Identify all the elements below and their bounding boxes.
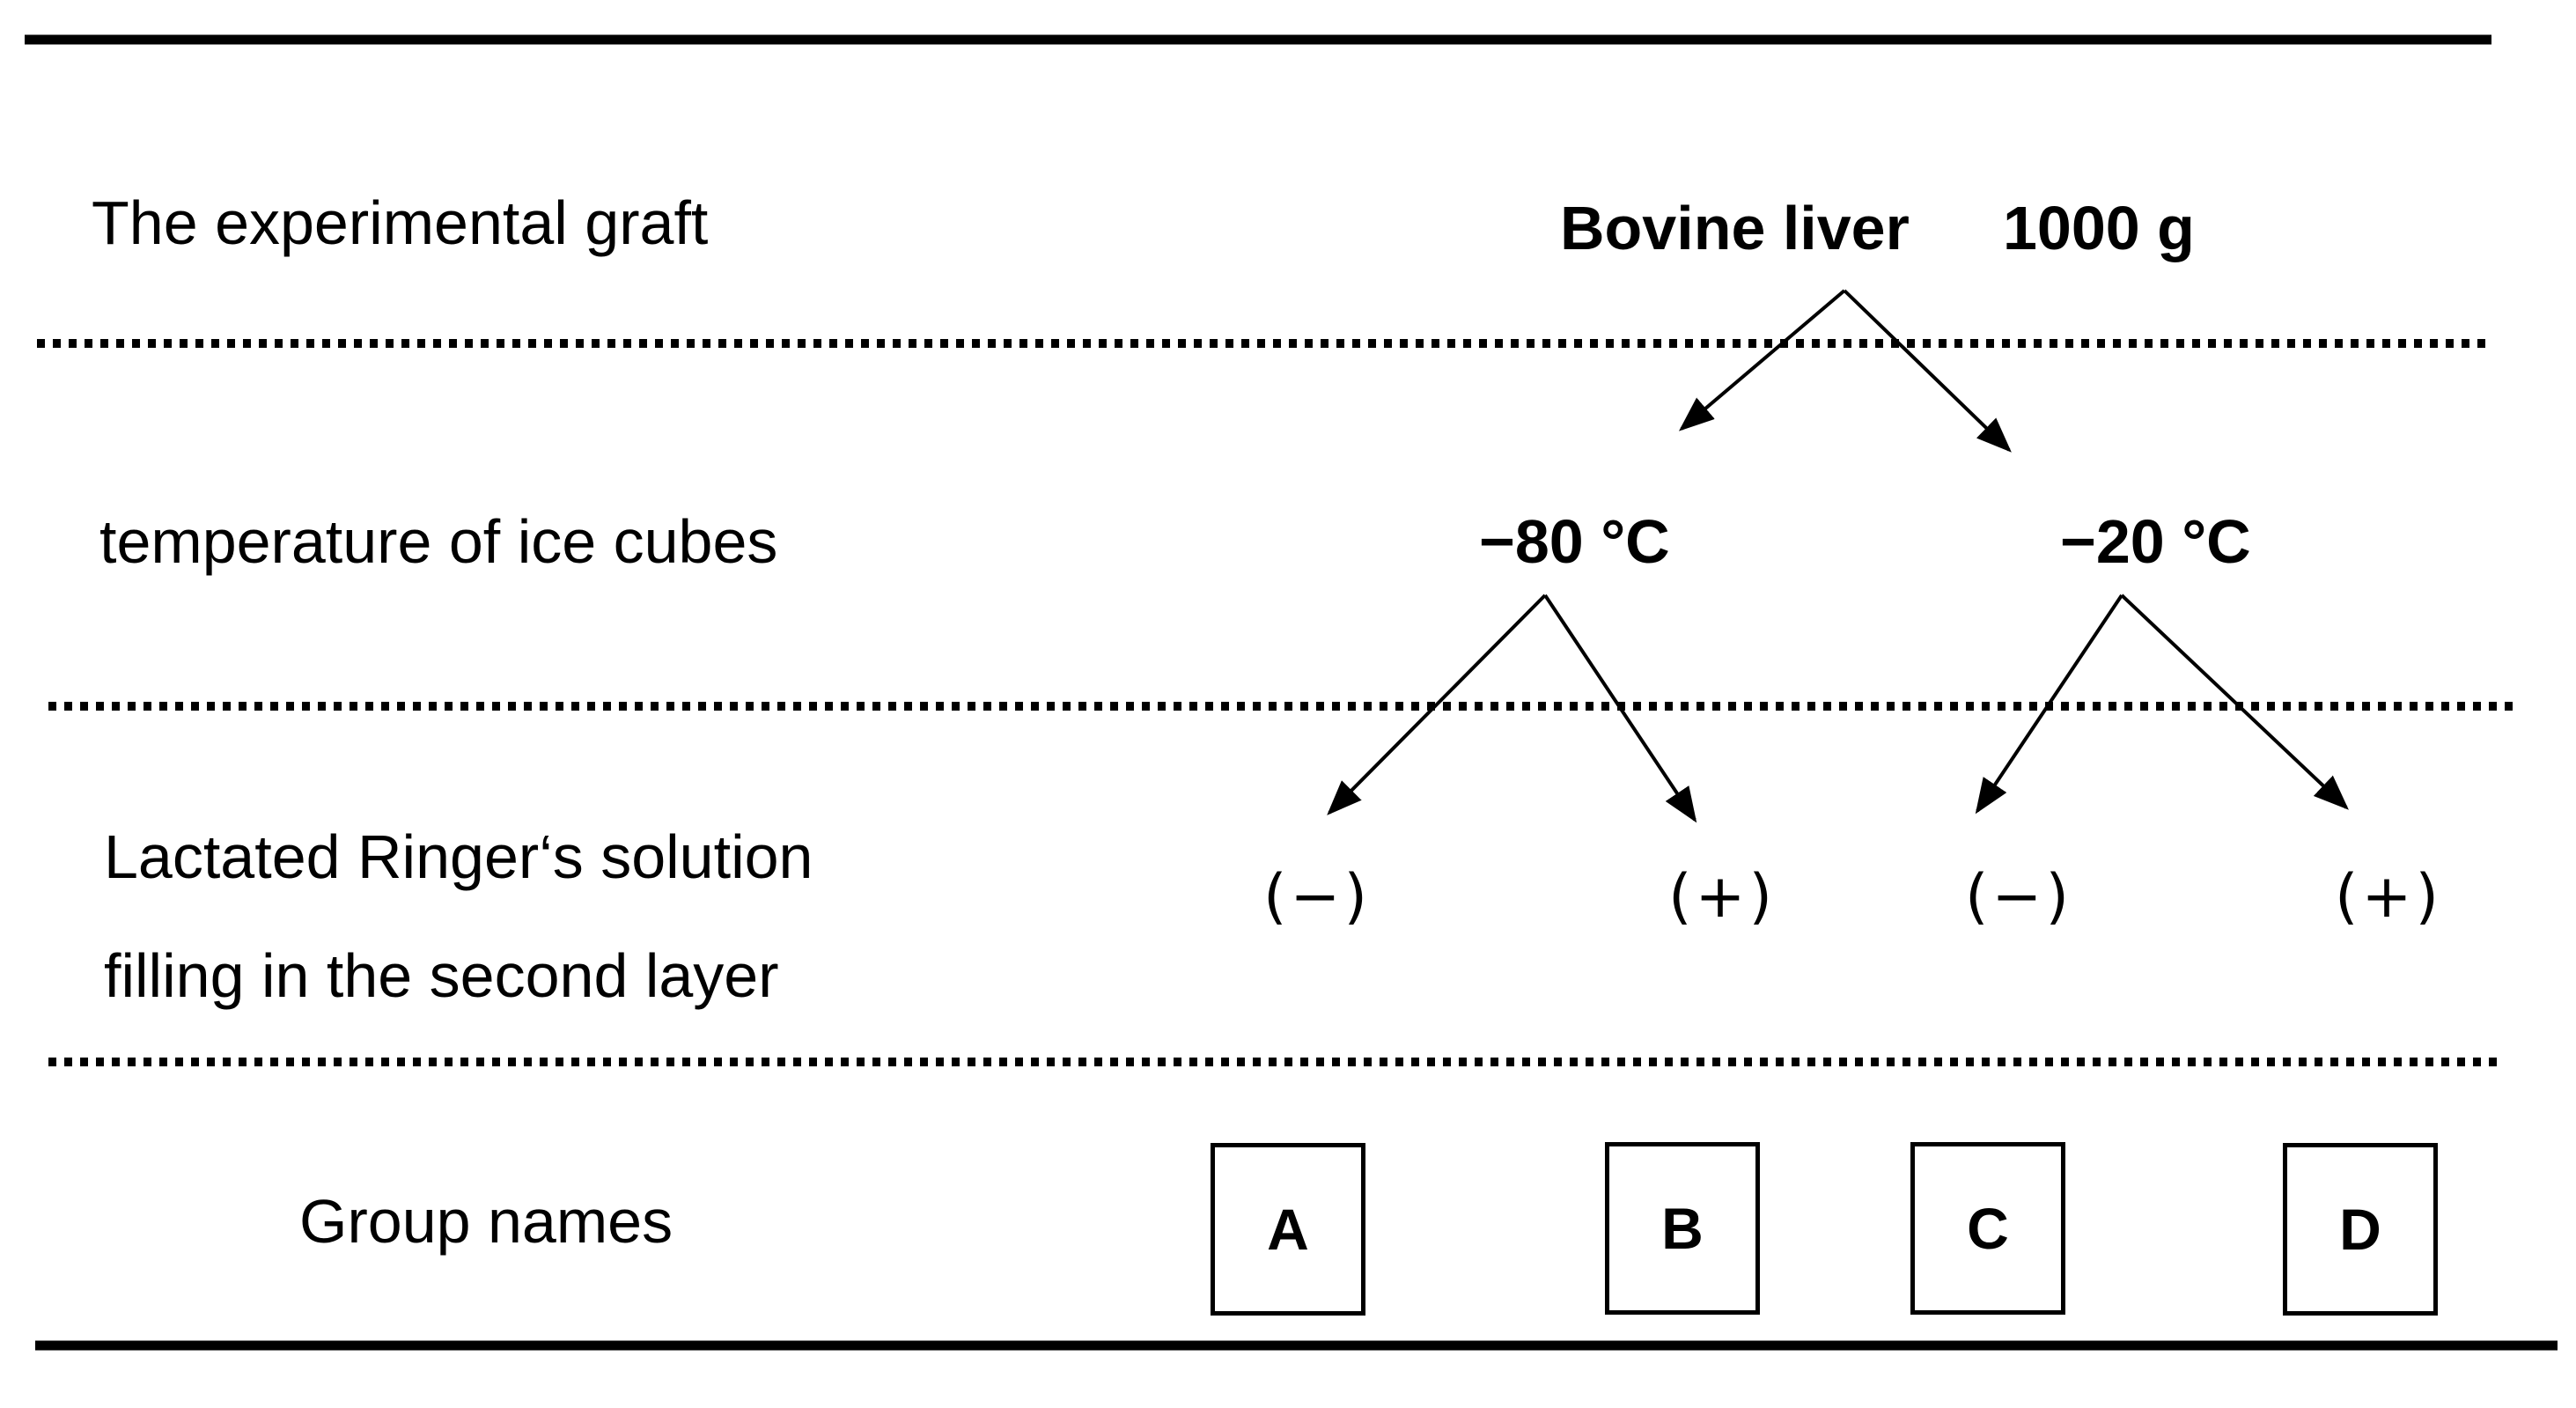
ringer-sign-minus80-without: (−)	[1263, 862, 1372, 932]
ringer-sign-minus20-with: (+)	[2335, 862, 2443, 932]
group-box-a: A	[1211, 1143, 1365, 1316]
ringer-sign-minus80-with: (+)	[1668, 862, 1777, 932]
group-box-c: C	[1910, 1142, 2065, 1315]
graft-mass: 1000 g	[2003, 194, 2195, 262]
ringer-row-label-line2: filling in the second layer	[104, 941, 779, 1010]
temperature-minus80: −80 °C	[1479, 507, 1670, 576]
arrow-minus80-to-plus	[1543, 593, 1697, 823]
arrow-liver-to-minus20	[1843, 289, 2012, 453]
group-box-d: D	[2283, 1143, 2438, 1316]
group-row-label: Group names	[299, 1187, 673, 1256]
temperature-row-label: temperature of ice cubes	[99, 507, 778, 576]
group-box-b: B	[1605, 1142, 1760, 1315]
arrow-liver-to-minus80	[1678, 289, 1846, 431]
graft-row-label: The experimental graft	[92, 188, 709, 257]
ringer-row-label-line1: Lactated Ringer‘s solution	[104, 822, 813, 891]
arrow-minus20-to-minus	[1975, 593, 2123, 815]
ringer-sign-minus20-without: (−)	[1965, 862, 2073, 932]
temperature-minus20: −20 °C	[2060, 507, 2251, 576]
graft-name: Bovine liver	[1560, 194, 1910, 262]
arrow-minus80-to-minus	[1327, 593, 1547, 815]
arrow-minus20-to-plus	[2120, 593, 2349, 810]
